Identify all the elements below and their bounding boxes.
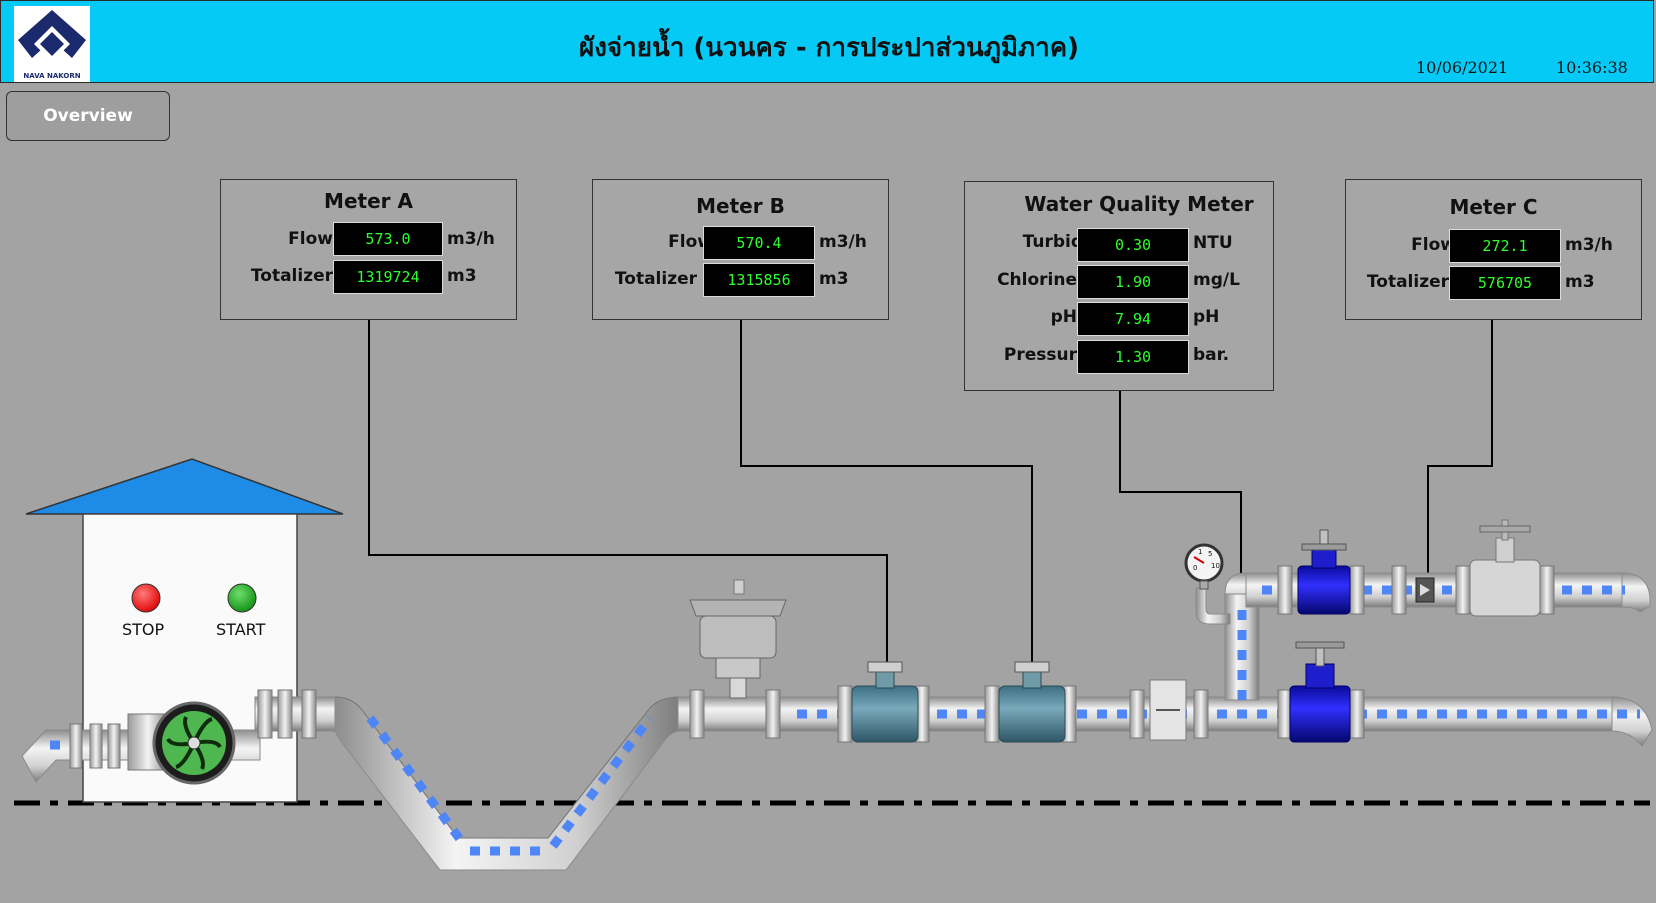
pressure-gauge: 0 1 5 10 <box>1184 543 1224 590</box>
chlorine-value: 1.90 <box>1077 265 1189 299</box>
logo-text: NAVA NAKORN <box>23 72 81 80</box>
meter-c-flow-unit: m3/h <box>1565 235 1613 255</box>
pressure-value: 1.30 <box>1077 340 1189 374</box>
meter-c-title: Meter C <box>1449 195 1538 219</box>
meter-a-flow-unit: m3/h <box>447 229 495 249</box>
gate-valve-lower <box>1289 641 1351 743</box>
logo-icon <box>18 10 86 62</box>
meter-a-totalizer-unit: m3 <box>447 266 477 286</box>
start-button-lamp[interactable] <box>227 583 257 613</box>
pump <box>127 701 236 785</box>
meter-c-flow-label: Flow <box>1411 235 1456 255</box>
pressure-unit: bar. <box>1193 345 1230 365</box>
date-display: 10/06/2021 <box>1416 58 1509 77</box>
turbid-unit: NTU <box>1193 233 1233 253</box>
meter-a-title: Meter A <box>324 189 413 213</box>
meter-a-panel: Meter A Flow 573.0 m3/h Totalizer 131972… <box>220 179 517 320</box>
stop-button-label[interactable]: STOP <box>122 620 165 639</box>
meter-b-panel: Meter B Flow 570.4 m3/h Totalizer 131585… <box>592 179 889 320</box>
meter-b-flow-label: Flow <box>668 232 713 252</box>
globe-valve <box>1469 519 1541 617</box>
meter-c-panel: Meter C Flow 272.1 m3/h Totalizer 576705… <box>1345 179 1642 320</box>
pressure-label: Pressur <box>1003 345 1077 365</box>
gauge-label-1: 1 <box>1198 548 1202 556</box>
start-button-label[interactable]: START <box>216 620 266 639</box>
meter-a-flow-value: 573.0 <box>333 222 443 256</box>
ph-label: pH <box>1050 307 1077 327</box>
water-quality-title: Water Quality Meter <box>1024 192 1254 216</box>
air-release-valve <box>689 579 787 699</box>
gauge-label-10: 10 <box>1211 562 1220 570</box>
page-title: ผังจ่ายน้ำ (นวนคร - การประปาส่วนภูมิภาค) <box>578 33 1080 63</box>
meter-c-totalizer-unit: m3 <box>1565 272 1595 292</box>
gauge-label-0: 0 <box>1193 564 1197 572</box>
meter-b-totalizer-label: Totalizer <box>614 269 697 289</box>
water-quality-panel: Water Quality Meter Turbid 0.30 NTU Chlo… <box>964 181 1274 391</box>
gate-valve-upper <box>1297 529 1351 615</box>
turbid-label: Turbid <box>1022 232 1083 252</box>
meter-a-totalizer-label: Totalizer <box>250 266 333 286</box>
meter-a-flow-label: Flow <box>288 229 333 249</box>
stop-button-lamp[interactable] <box>131 583 161 613</box>
chlorine-unit: mg/L <box>1193 270 1240 290</box>
ph-unit: pH <box>1193 307 1220 327</box>
time-display: 10:36:38 <box>1556 58 1628 77</box>
turbid-value: 0.30 <box>1077 228 1189 262</box>
flow-meter-c-device <box>1415 577 1435 603</box>
ph-value: 7.94 <box>1077 302 1189 336</box>
meter-b-totalizer-value: 1315856 <box>703 263 815 297</box>
company-logo: NAVA NAKORN <box>14 6 90 82</box>
meter-c-totalizer-value: 576705 <box>1449 266 1561 300</box>
meter-c-flow-value: 272.1 <box>1449 229 1561 263</box>
flow-animation <box>50 585 1640 856</box>
check-valve <box>1149 679 1187 741</box>
overview-button[interactable]: Overview <box>6 91 170 141</box>
meter-b-totalizer-unit: m3 <box>819 269 849 289</box>
leader-lines <box>368 320 1493 668</box>
header-bar: NAVA NAKORN ผังจ่ายน้ำ (นวนคร - การประปา… <box>0 0 1654 83</box>
flow-meter-b-device <box>998 661 1066 743</box>
gauge-label-5: 5 <box>1208 550 1212 558</box>
flow-meter-a-device <box>851 661 919 743</box>
pump-house-roof <box>25 458 344 515</box>
meter-b-flow-unit: m3/h <box>819 232 867 252</box>
chlorine-label: Chlorine <box>997 270 1077 290</box>
meter-a-totalizer-value: 1319724 <box>333 260 443 294</box>
meter-b-title: Meter B <box>696 194 785 218</box>
meter-c-totalizer-label: Totalizer <box>1366 272 1449 292</box>
meter-b-flow-value: 570.4 <box>703 226 815 260</box>
